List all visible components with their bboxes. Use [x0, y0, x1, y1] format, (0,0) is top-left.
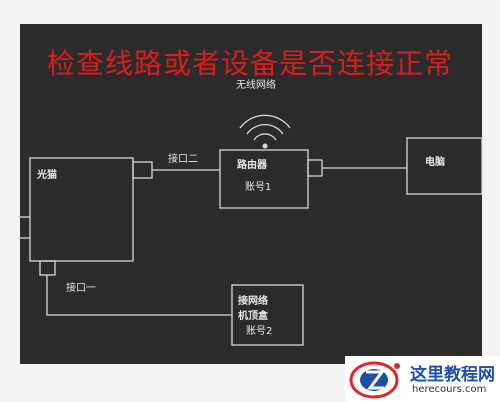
router-box: [219, 149, 309, 209]
computer-label: 电脑: [425, 157, 445, 168]
port-two-label: 接口二: [168, 154, 198, 165]
watermark-url[interactable]: herecours.com: [412, 384, 487, 395]
wifi-wave-middle: [246, 124, 284, 135]
watermark-logo: [349, 361, 400, 399]
set-top-box-label-line2: 机顶盒: [238, 311, 268, 322]
diagram-canvas: [20, 24, 482, 364]
computer-box: [406, 137, 483, 195]
router-account-label: 账号1: [245, 182, 272, 193]
headline: 检查线路或者设备是否连接正常: [46, 47, 453, 80]
set-top-box-account-label: 账号2: [246, 326, 273, 337]
modem-box: [29, 157, 134, 262]
port-one-label: 接口一: [66, 283, 96, 294]
modem-label: 光猫: [37, 170, 57, 181]
wifi-wave-outer: [239, 114, 291, 129]
modem-port-two: [132, 161, 153, 179]
wifi-wave-inner: [253, 133, 277, 141]
router-label: 路由器: [237, 160, 267, 171]
link-modem-settopbox: [46, 275, 232, 316]
set-top-box-label-line1: 接网络: [238, 296, 268, 307]
wifi-dot: [262, 143, 268, 149]
router-port: [307, 159, 323, 177]
modem-port-one: [39, 260, 56, 276]
wifi-label: 无线网络: [236, 80, 276, 91]
watermark-title: 这里教程网: [410, 365, 495, 385]
